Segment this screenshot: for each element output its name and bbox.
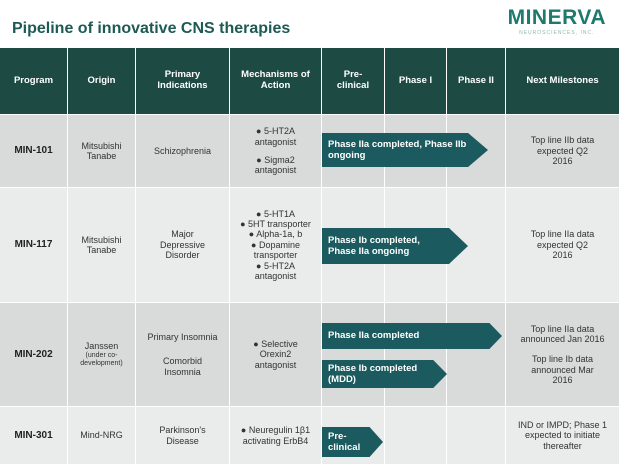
- pipeline-table: Program Origin Primary Indications Mecha…: [0, 48, 620, 465]
- mechanism: ● Dopamine transporter: [251, 239, 300, 261]
- stage-arrow-min202-ib: Phase Ib completed (MDD): [322, 360, 447, 388]
- origin-cell: Mind-NRG: [68, 407, 136, 465]
- mechanisms-cell: ● 5-HT2A antagonist ● Sigma2 antagonist: [230, 115, 322, 188]
- origin-cell: Mitsubishi Tanabe: [68, 188, 136, 303]
- page-title: Pipeline of innovative CNS therapies: [12, 20, 291, 37]
- stage-arrow-min301: Pre-clinical: [322, 427, 383, 457]
- program-cell: MIN-117: [0, 188, 68, 303]
- stage-arrow-min117: Phase Ib completed, Phase IIa ongoing: [322, 228, 468, 264]
- indication: Primary Insomnia: [147, 331, 218, 342]
- program-cell: MIN-202: [0, 303, 68, 407]
- logo-subtitle: NEUROSCIENCES, INC.: [519, 30, 595, 36]
- header-preclinical: Pre-clinical: [322, 48, 385, 115]
- milestone: Top line IIa data announced Jan 2016: [520, 323, 605, 344]
- indication-cell: Parkinson's Disease: [136, 407, 230, 465]
- header-phase2: Phase II: [447, 48, 506, 115]
- header-program: Program: [0, 48, 68, 115]
- stage-arrow-min101: Phase IIa completed, Phase IIb ongoing: [322, 133, 488, 167]
- origin-note: (under co-development): [80, 351, 123, 367]
- indication-cell: Primary Insomnia Comorbid Insomnia: [136, 303, 230, 407]
- header-mechanisms: Mechanisms of Action: [230, 48, 322, 115]
- indication-cell: Schizophrenia: [136, 115, 230, 188]
- logo: MINERVA NEUROSCIENCES, INC.: [508, 6, 606, 36]
- origin-name: Janssen: [84, 341, 119, 352]
- header-indications: Primary Indications: [136, 48, 230, 115]
- header-phase1: Phase I: [385, 48, 447, 115]
- milestone-cell: Top line IIa data announced Jan 2016 Top…: [506, 303, 620, 407]
- mechanism: ● 5-HT2A antagonist: [254, 126, 297, 147]
- indication: Comorbid Insomnia: [162, 356, 202, 377]
- program-cell: MIN-301: [0, 407, 68, 465]
- mechanism: ● Sigma2 antagonist: [254, 155, 297, 176]
- mechanisms-cell: ● Neuregulin 1β1 activating ErbB4: [230, 407, 322, 465]
- stage-arrow-min202-ii: Phase IIa completed: [322, 323, 502, 349]
- indication-cell: Major Depressive Disorder: [136, 188, 230, 303]
- logo-name: MINERVA: [507, 6, 606, 29]
- origin-cell: Mitsubishi Tanabe: [68, 115, 136, 188]
- header-milestones: Next Milestones: [506, 48, 620, 115]
- program-cell: MIN-101: [0, 115, 68, 188]
- mechanism: ● Alpha-1a, b: [248, 229, 303, 240]
- milestone: Top line Ib data announced Mar 2016: [531, 354, 594, 386]
- milestone-cell: IND or IMPD; Phase 1 expected to initiat…: [506, 407, 620, 465]
- mechanism: ● 5-HT1A: [256, 208, 295, 219]
- mechanisms-cell: ● Selective Orexin2 antagonist: [230, 303, 322, 407]
- header-origin: Origin: [68, 48, 136, 115]
- mechanisms-cell: ● 5-HT1A ● 5HT transporter ● Alpha-1a, b…: [230, 188, 322, 303]
- milestone-cell: Top line IIa data expected Q2 2016: [506, 188, 620, 303]
- origin-cell: Janssen (under co-development): [68, 303, 136, 407]
- mechanism: ● 5-HT2A antagonist: [254, 260, 297, 281]
- milestone-cell: Top line IIb data expected Q2 2016: [506, 115, 620, 188]
- mechanism: ● 5HT transporter: [240, 219, 311, 230]
